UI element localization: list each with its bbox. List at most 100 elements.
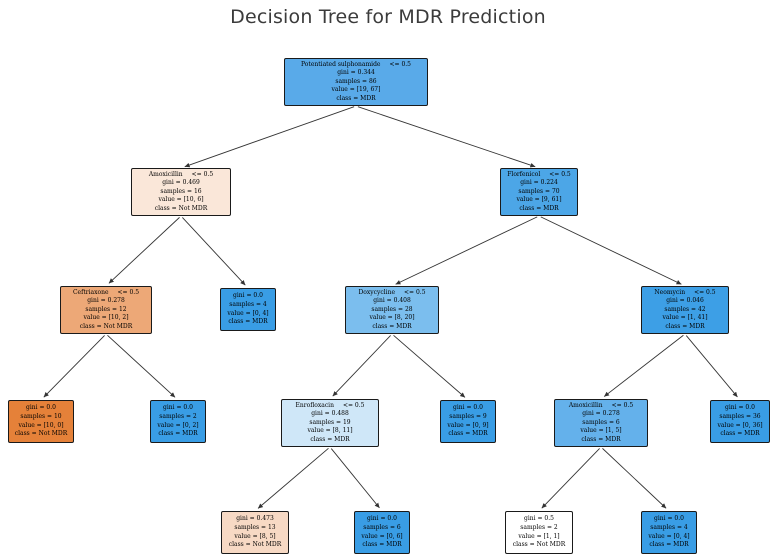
node-samples: samples = 2 bbox=[520, 523, 558, 531]
node-value: value = [1, 5] bbox=[580, 427, 622, 435]
node-gini: gini = 0.469 bbox=[162, 179, 200, 187]
node-samples: samples = 12 bbox=[85, 305, 127, 313]
node-threshold: <= 0.5 bbox=[694, 288, 716, 296]
node-condition: Potentiated sulphonamide<= 0.5 bbox=[288, 61, 424, 70]
node-feature: Doxycycline bbox=[358, 288, 396, 296]
node-class: class = Not MDR bbox=[14, 430, 68, 438]
node-samples: samples = 16 bbox=[160, 187, 202, 195]
node-value: value = [10, 2] bbox=[83, 314, 129, 322]
tree-edge bbox=[602, 448, 667, 509]
node-class: class = MDR bbox=[372, 322, 412, 330]
node-gini: gini = 0.0 bbox=[233, 292, 263, 300]
node-threshold: <= 0.5 bbox=[611, 401, 634, 409]
node-class: class = MDR bbox=[519, 204, 559, 212]
node-class: class = MDR bbox=[362, 541, 402, 549]
node-feature: Florfenicol bbox=[507, 170, 541, 178]
node-samples: samples = 6 bbox=[582, 418, 620, 426]
node-value: value = [0, 2] bbox=[157, 421, 199, 429]
tree-edge bbox=[541, 448, 600, 509]
node-value: value = [1, 41] bbox=[662, 314, 708, 322]
node-gini: gini = 0.278 bbox=[582, 410, 620, 418]
node-value: value = [10, 0] bbox=[18, 421, 64, 429]
node-threshold: <= 0.5 bbox=[342, 401, 365, 409]
node-samples: samples = 10 bbox=[20, 412, 62, 420]
node-condition: Amoxicillin <= 0.5 bbox=[558, 402, 644, 411]
node-value: value = [9, 61] bbox=[516, 196, 562, 204]
node-feature: Amoxicillin bbox=[148, 170, 183, 178]
node-samples: samples = 4 bbox=[650, 523, 688, 531]
node-value: value = [19, 67] bbox=[331, 86, 381, 94]
tree-edge bbox=[330, 448, 380, 509]
node-class: class = MDR bbox=[665, 322, 705, 330]
node-class: class = MDR bbox=[336, 94, 376, 102]
tree-edge bbox=[43, 335, 105, 398]
node-gini: gini = 0.0 bbox=[26, 404, 56, 412]
node-value: value = [0, 9] bbox=[447, 421, 489, 429]
node-value: value = [0, 6] bbox=[361, 532, 403, 540]
node-class: class = MDR bbox=[448, 430, 488, 438]
node-value: value = [0, 4] bbox=[648, 532, 690, 540]
node-threshold: <= 0.5 bbox=[389, 60, 411, 68]
node-samples: samples = 36 bbox=[719, 412, 761, 420]
node-samples: samples = 4 bbox=[229, 300, 267, 308]
node-class: class = MDR bbox=[581, 435, 621, 443]
tree-edge bbox=[685, 335, 738, 398]
node-class: class = MDR bbox=[649, 541, 689, 549]
node-gini: gini = 0.046 bbox=[666, 297, 704, 305]
node-value: value = [8, 5] bbox=[234, 532, 276, 540]
tree-edge bbox=[107, 335, 176, 398]
node-value: value = [0, 36] bbox=[717, 421, 763, 429]
node-class: class = Not MDR bbox=[228, 541, 282, 549]
tree-edge bbox=[257, 447, 329, 509]
node-condition: Neomycin <= 0.5 bbox=[645, 289, 725, 298]
node-gini: gini = 0.5 bbox=[524, 515, 554, 523]
node-gini: gini = 0.278 bbox=[87, 297, 125, 305]
node-gini: gini = 0.408 bbox=[373, 297, 411, 305]
tree-edge bbox=[540, 216, 682, 285]
node-threshold: <= 0.5 bbox=[117, 288, 140, 296]
node-condition: Doxycycline <= 0.5 bbox=[349, 289, 435, 298]
node-value: value = [10, 6] bbox=[158, 196, 204, 204]
node-gini: gini = 0.0 bbox=[367, 515, 397, 523]
node-threshold: <= 0.5 bbox=[404, 288, 426, 296]
node-class: class = MDR bbox=[310, 435, 350, 443]
node-feature: Ceftriaxone bbox=[72, 288, 109, 296]
node-class: class = MDR bbox=[158, 430, 198, 438]
tree-edge bbox=[357, 106, 536, 168]
node-gini: gini = 0.488 bbox=[311, 410, 349, 418]
node-gini: gini = 0.0 bbox=[654, 515, 684, 523]
tree-edge bbox=[182, 217, 246, 286]
node-class: class = Not MDR bbox=[79, 322, 133, 330]
node-feature: Enrofloxacin bbox=[295, 401, 334, 409]
node-gini: gini = 0.224 bbox=[520, 179, 558, 187]
node-class: class = Not MDR bbox=[154, 204, 208, 212]
node-samples: samples = 28 bbox=[371, 305, 413, 313]
node-samples: samples = 9 bbox=[449, 412, 487, 420]
node-feature: Amoxicillin bbox=[568, 401, 603, 409]
tree-edge bbox=[108, 217, 180, 284]
node-gini: gini = 0.473 bbox=[236, 515, 274, 523]
node-threshold: <= 0.5 bbox=[191, 170, 214, 178]
node-condition: Enrofloxacin <= 0.5 bbox=[285, 402, 375, 411]
node-samples: samples = 2 bbox=[159, 412, 197, 420]
node-condition: Florfenicol<= 0.5 bbox=[504, 171, 574, 180]
tree-edge bbox=[332, 335, 391, 397]
node-value: value = [1, 1] bbox=[518, 532, 560, 540]
node-samples: samples = 42 bbox=[664, 305, 706, 313]
node-class: class = MDR bbox=[228, 318, 268, 326]
node-class: class = Not MDR bbox=[512, 541, 566, 549]
node-feature: Neomycin bbox=[654, 288, 686, 296]
